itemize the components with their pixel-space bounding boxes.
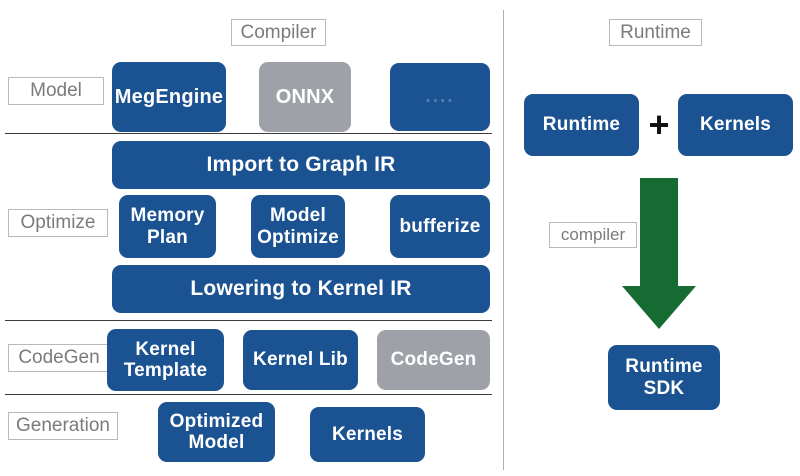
panel-divider bbox=[503, 10, 504, 470]
model-block-megengine-label: MegEngine bbox=[114, 85, 224, 108]
divider-codegen-generation bbox=[5, 394, 492, 395]
generation-block-optimized-model[interactable]: Optimized Model bbox=[158, 402, 275, 462]
generation-block-optimized-model-label: Optimized Model bbox=[169, 410, 264, 453]
codegen-block-codegen-label: CodeGen bbox=[390, 349, 477, 371]
codegen-block-codegen[interactable]: CodeGen bbox=[377, 330, 490, 390]
stage-label-generation-text: Generation bbox=[15, 415, 110, 436]
model-block-megengine[interactable]: MegEngine bbox=[112, 62, 226, 132]
optimize-block-bufferize-label: bufferize bbox=[399, 215, 481, 237]
optimize-block-memory-plan[interactable]: Memory Plan bbox=[119, 195, 216, 258]
optimize-block-model-optimize-label: Model Optimize bbox=[257, 205, 339, 248]
runtime-sdk-block[interactable]: Runtime SDK bbox=[608, 345, 720, 410]
optimize-block-model-optimize[interactable]: Model Optimize bbox=[251, 195, 345, 258]
runtime-input-block-runtime[interactable]: Runtime bbox=[524, 94, 639, 156]
compiler-arrow-tag-text: compiler bbox=[560, 225, 626, 244]
runtime-input-block-kernels[interactable]: Kernels bbox=[678, 94, 793, 156]
plus-operator-icon: + bbox=[643, 104, 675, 145]
model-block-onnx-label: ONNX bbox=[275, 85, 335, 108]
optimize-block-memory-plan-label: Memory Plan bbox=[130, 205, 205, 248]
compiler-title-tag: Compiler bbox=[231, 19, 326, 46]
runtime-sdk-block-label: Runtime SDK bbox=[625, 356, 703, 399]
codegen-block-kernel-lib[interactable]: Kernel Lib bbox=[243, 330, 358, 390]
lowering-to-kernel-ir-bar[interactable]: Lowering to Kernel IR bbox=[112, 265, 490, 313]
stage-label-optimize: Optimize bbox=[8, 209, 108, 237]
compiler-title-text: Compiler bbox=[240, 21, 317, 43]
model-block-onnx[interactable]: ONNX bbox=[259, 62, 351, 132]
import-to-graph-ir-label: Import to Graph IR bbox=[206, 153, 396, 177]
divider-optimize-codegen bbox=[5, 320, 492, 321]
generation-block-kernels[interactable]: Kernels bbox=[310, 407, 425, 462]
codegen-block-kernel-template-label: Kernel Template bbox=[123, 338, 208, 381]
codegen-block-kernel-template[interactable]: Kernel Template bbox=[107, 329, 224, 391]
codegen-block-kernel-lib-label: Kernel Lib bbox=[253, 349, 348, 371]
runtime-input-block-kernels-label: Kernels bbox=[699, 114, 772, 136]
runtime-title-text: Runtime bbox=[620, 21, 691, 43]
compiler-arrow-tag: compiler bbox=[549, 222, 637, 248]
stage-label-optimize-text: Optimize bbox=[20, 212, 96, 233]
stage-label-codegen-text: CodeGen bbox=[18, 347, 100, 368]
generation-block-kernels-label: Kernels bbox=[331, 423, 404, 445]
stage-label-model: Model bbox=[8, 77, 104, 105]
divider-model-optimize bbox=[5, 133, 492, 134]
runtime-title-tag: Runtime bbox=[609, 19, 702, 46]
plus-operator-label: + bbox=[648, 104, 670, 145]
stage-label-generation: Generation bbox=[8, 412, 118, 440]
model-block-more-label: .... bbox=[425, 86, 455, 108]
optimize-block-bufferize[interactable]: bufferize bbox=[390, 195, 490, 258]
model-block-more[interactable]: .... bbox=[390, 63, 490, 131]
compiler-arrow-icon bbox=[620, 178, 698, 330]
import-to-graph-ir-bar[interactable]: Import to Graph IR bbox=[112, 141, 490, 189]
lowering-to-kernel-ir-label: Lowering to Kernel IR bbox=[190, 277, 412, 301]
stage-label-model-text: Model bbox=[30, 80, 82, 101]
runtime-input-block-runtime-label: Runtime bbox=[542, 114, 621, 136]
stage-label-codegen: CodeGen bbox=[8, 344, 110, 372]
